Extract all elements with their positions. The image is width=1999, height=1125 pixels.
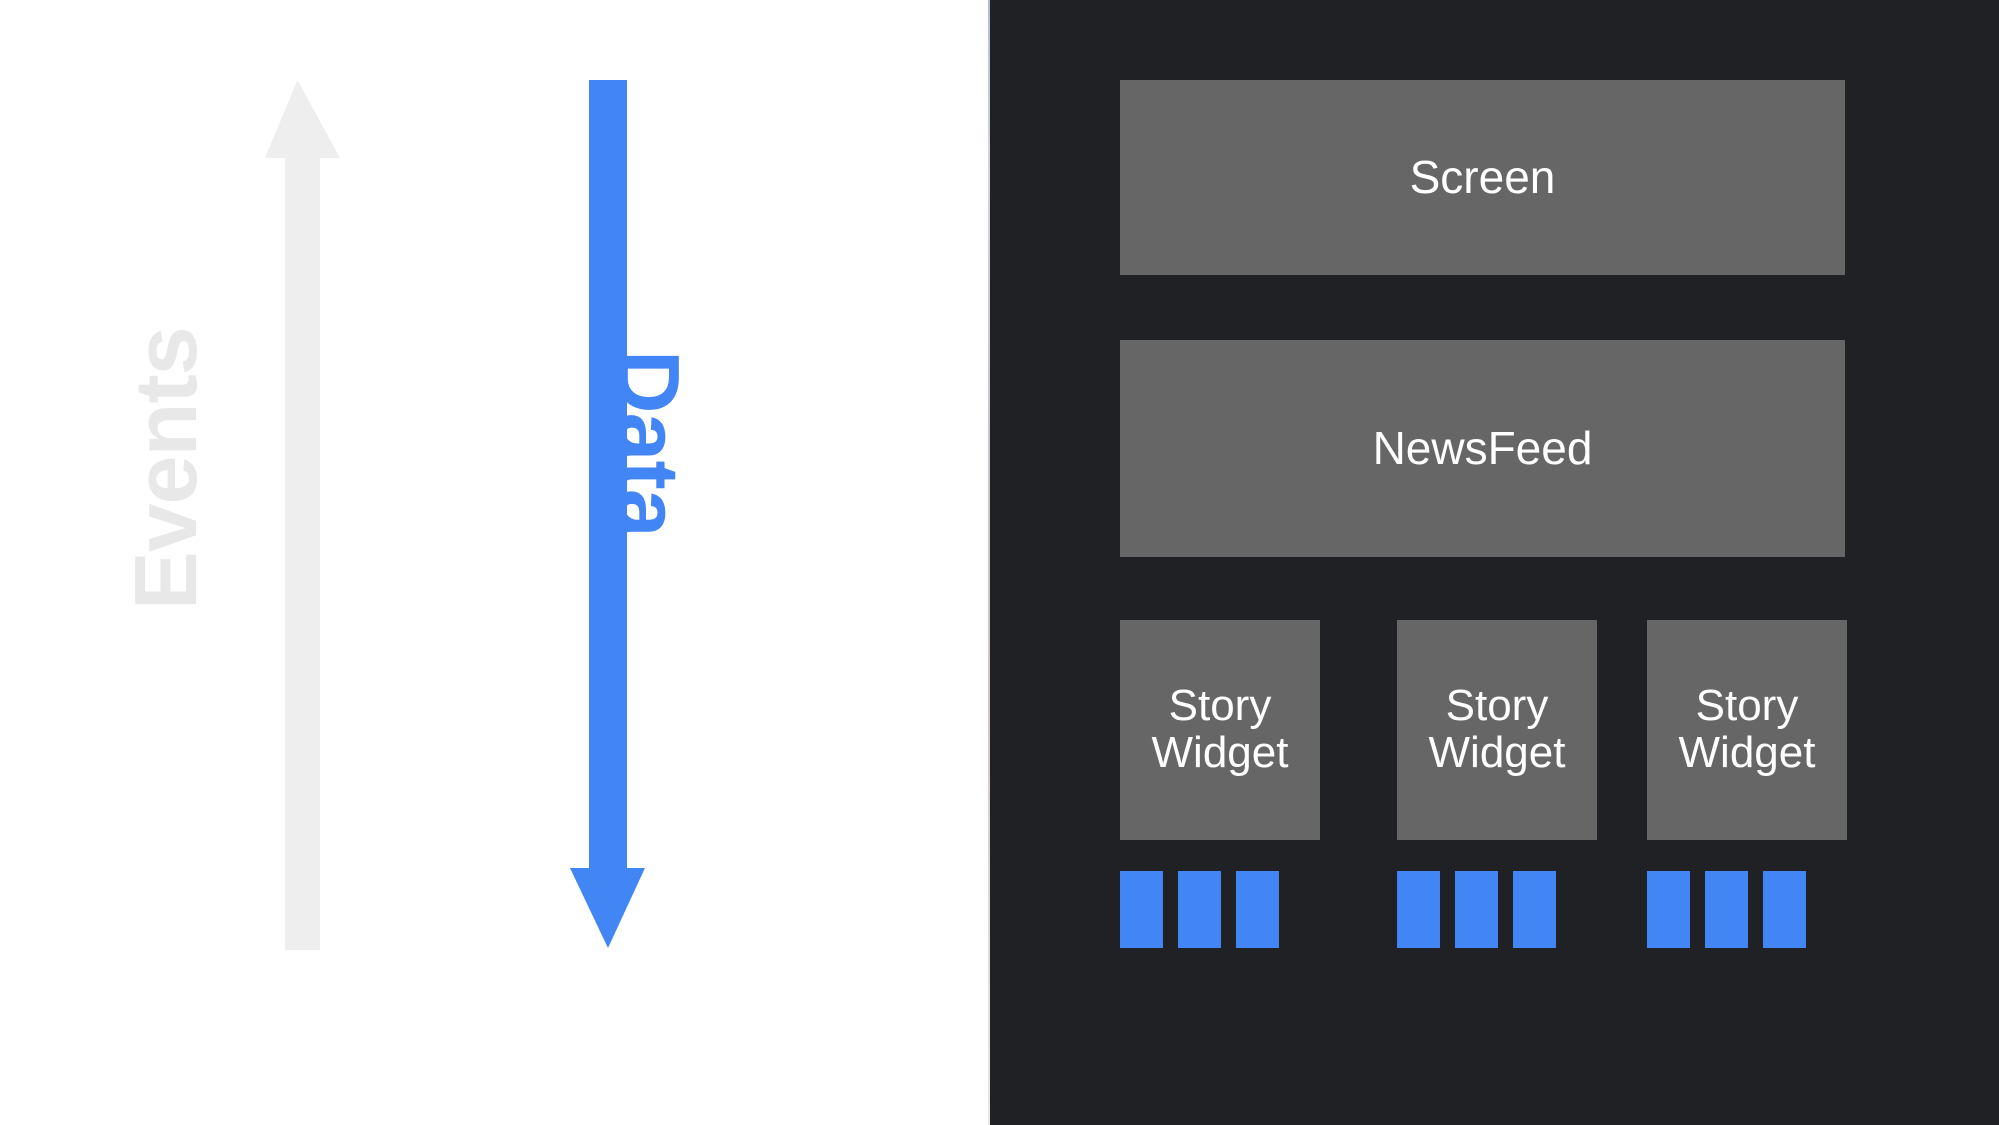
story-widget-line2: Widget <box>1678 728 1816 777</box>
leaf-node[interactable] <box>1178 871 1221 948</box>
component-node-screen[interactable]: Screen <box>1120 80 1845 275</box>
component-node-screen-label: Screen <box>1409 151 1556 204</box>
data-flow-label: Data <box>599 350 698 537</box>
leaf-node[interactable] <box>1647 871 1690 948</box>
story-widget-line1: Story <box>1168 681 1272 731</box>
story-widget-line1: Story <box>1445 681 1549 731</box>
leaf-node-group <box>1397 871 1597 948</box>
component-node-story-widget-label: Story Widget <box>1679 683 1816 776</box>
component-node-story-widget[interactable]: Story Widget <box>1120 620 1320 840</box>
leaf-node[interactable] <box>1120 871 1163 948</box>
leaf-node[interactable] <box>1455 871 1498 948</box>
component-tree-panel: Screen NewsFeed Story Widget Story Widge… <box>990 0 1999 1125</box>
component-node-newsfeed[interactable]: NewsFeed <box>1120 340 1845 557</box>
story-widget-line1: Story <box>1695 681 1799 731</box>
leaf-node[interactable] <box>1705 871 1748 948</box>
panel-divider <box>988 0 990 1125</box>
leaf-node[interactable] <box>1397 871 1440 948</box>
story-widget-line2: Widget <box>1151 728 1289 777</box>
leaf-node[interactable] <box>1236 871 1279 948</box>
data-arrow-icon <box>570 80 645 948</box>
component-node-story-widget-label: Story Widget <box>1429 683 1566 776</box>
component-node-story-widget[interactable]: Story Widget <box>1397 620 1597 840</box>
component-node-story-widget[interactable]: Story Widget <box>1647 620 1847 840</box>
leaf-node[interactable] <box>1763 871 1806 948</box>
component-node-newsfeed-label: NewsFeed <box>1372 422 1593 475</box>
flow-legend-panel: Events Data <box>0 0 990 1125</box>
leaf-node[interactable] <box>1513 871 1556 948</box>
events-flow-label: Events <box>116 327 215 610</box>
story-widget-line2: Widget <box>1428 728 1566 777</box>
leaf-node-group <box>1120 871 1320 948</box>
component-node-story-widget-label: Story Widget <box>1152 683 1289 776</box>
leaf-node-group <box>1647 871 1847 948</box>
events-arrow-icon <box>265 80 340 950</box>
